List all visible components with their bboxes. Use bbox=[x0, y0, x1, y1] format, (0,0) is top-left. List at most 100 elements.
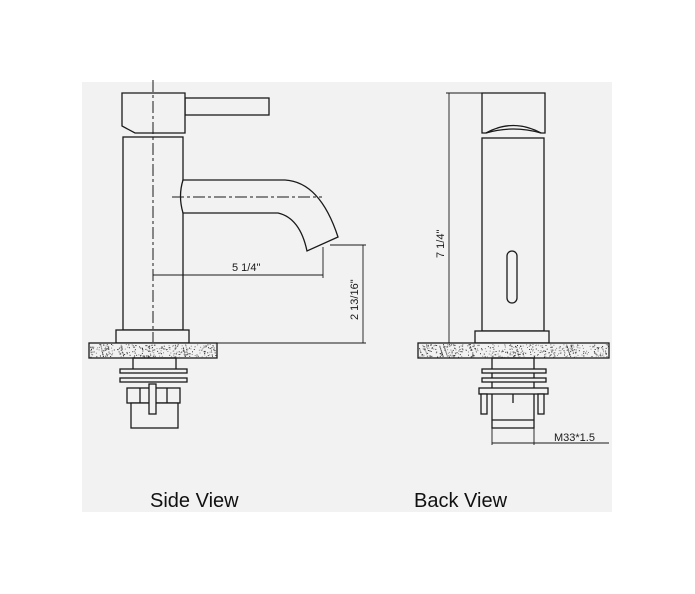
speckle-dot bbox=[458, 356, 459, 358]
speckle-dot bbox=[419, 348, 421, 350]
speckle-dot bbox=[472, 355, 474, 357]
speckle-dot bbox=[169, 354, 171, 356]
speckle-dot bbox=[147, 356, 149, 358]
speckle-dot bbox=[529, 349, 531, 350]
speckle-dot bbox=[106, 353, 107, 355]
speckle-dot bbox=[605, 350, 607, 352]
speckle-dot bbox=[445, 350, 447, 352]
speckle-dot bbox=[421, 354, 423, 356]
speckle-dot bbox=[598, 347, 599, 349]
speckle-dot bbox=[585, 352, 587, 354]
speckle-dot bbox=[452, 355, 454, 357]
speckle-dot bbox=[172, 345, 174, 347]
speckle-dot bbox=[444, 348, 446, 350]
speckle-dot bbox=[535, 348, 537, 350]
speckle-dot bbox=[425, 352, 427, 354]
speckle-dot bbox=[551, 351, 553, 353]
speckle-dot bbox=[441, 353, 443, 355]
speckle-dot bbox=[564, 351, 566, 353]
speckle-dot bbox=[204, 351, 206, 352]
speckle-dot bbox=[594, 344, 596, 346]
speckle-dot bbox=[445, 346, 447, 348]
speckle-dot bbox=[213, 350, 215, 351]
speckle-dot bbox=[189, 353, 191, 355]
speckle-dot bbox=[542, 347, 544, 349]
speckle-dot bbox=[513, 352, 515, 354]
speckle-dot bbox=[199, 352, 201, 354]
speckle-dot bbox=[212, 345, 214, 347]
speckle-dot bbox=[431, 347, 433, 349]
speckle-dot bbox=[436, 351, 438, 353]
speckle-dot bbox=[101, 348, 103, 350]
speckle-dot bbox=[590, 348, 592, 350]
speckle-dot bbox=[483, 353, 485, 355]
speckle-dot bbox=[205, 345, 207, 347]
speckle-dot bbox=[493, 351, 495, 353]
speckle-dot bbox=[582, 345, 583, 347]
speckle-dot bbox=[97, 347, 99, 349]
speckle-dot bbox=[140, 354, 142, 356]
speckle-dot bbox=[569, 347, 571, 349]
speckle-dot bbox=[484, 348, 486, 350]
speckle-dot bbox=[159, 352, 161, 354]
speckle-dot bbox=[541, 345, 543, 347]
speckle-dot bbox=[431, 348, 433, 350]
speckle-dot bbox=[603, 356, 605, 358]
speckle-dot bbox=[564, 352, 566, 354]
speckle-dot bbox=[561, 348, 563, 350]
speckle-dot bbox=[468, 354, 469, 356]
speckle-dot bbox=[517, 349, 519, 351]
speckle-dot bbox=[578, 350, 580, 352]
speckle-dot bbox=[101, 350, 103, 352]
speckle-dot bbox=[422, 348, 424, 350]
speckle-dot bbox=[449, 344, 450, 346]
speckle-dot bbox=[113, 349, 115, 351]
speckle-dot bbox=[154, 356, 156, 358]
speckle-dot bbox=[149, 353, 151, 355]
speckle-dot bbox=[451, 351, 453, 353]
speckle-dot bbox=[173, 353, 175, 355]
speckle-dot bbox=[467, 345, 468, 347]
speckle-dot bbox=[596, 347, 598, 349]
speckle-dot bbox=[449, 354, 451, 356]
mounting-nut bbox=[478, 387, 549, 395]
speckle-dot bbox=[581, 354, 583, 356]
speckle-dot bbox=[470, 348, 472, 350]
speckle-dot bbox=[447, 355, 449, 357]
speckle-dot bbox=[600, 354, 601, 356]
speckle-dot bbox=[120, 353, 122, 355]
dim-spout-height: 2 13/16" bbox=[349, 279, 361, 320]
speckle-dot bbox=[478, 344, 480, 346]
speckle-dot bbox=[183, 348, 185, 350]
speckle-dot bbox=[420, 351, 422, 353]
speckle-dot bbox=[120, 356, 122, 358]
speckle-dot bbox=[182, 347, 184, 349]
speckle-dot bbox=[557, 354, 558, 356]
speckle-dot bbox=[151, 344, 153, 346]
speckle-dot bbox=[569, 354, 571, 356]
speckle-dot bbox=[423, 346, 425, 347]
speckle-dot bbox=[189, 347, 190, 349]
speckle-dot bbox=[516, 346, 518, 348]
speckle-dot bbox=[121, 347, 123, 349]
speckle-dot bbox=[553, 354, 555, 355]
speckle-dot bbox=[175, 356, 177, 358]
speckle-dot bbox=[575, 353, 577, 355]
speckle-dot bbox=[605, 352, 607, 354]
speckle-dot bbox=[106, 355, 108, 357]
speckle-dot bbox=[174, 348, 176, 350]
speckle-dot bbox=[428, 347, 430, 349]
speckle-dot bbox=[565, 356, 567, 357]
speckle-dot bbox=[461, 355, 463, 357]
back-view: 7 1/4" M33*1.5 Back View bbox=[414, 92, 610, 512]
speckle-dot bbox=[596, 354, 598, 356]
speckle-dot bbox=[426, 344, 428, 346]
speckle-dot bbox=[207, 352, 209, 354]
speckle-dot bbox=[422, 344, 424, 346]
speckle-dot bbox=[525, 352, 527, 354]
speckle-dot bbox=[177, 344, 179, 346]
speckle-dot bbox=[461, 351, 463, 353]
speckle-dot bbox=[111, 350, 113, 352]
speckle-dot bbox=[570, 345, 572, 347]
speckle-dot bbox=[183, 349, 185, 351]
